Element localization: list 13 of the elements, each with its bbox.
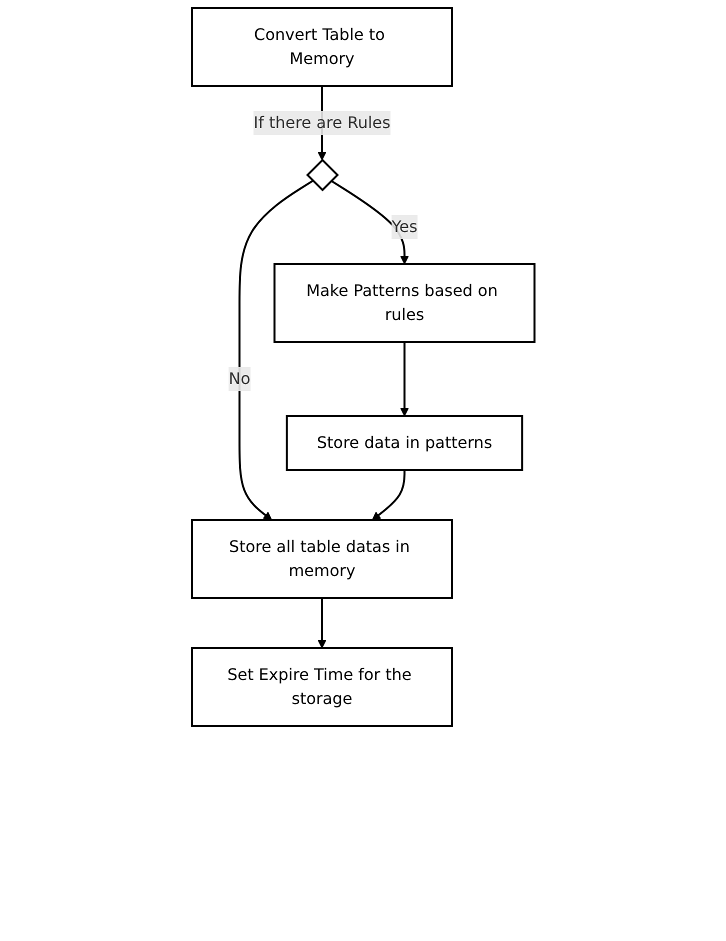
arrow [372,470,406,520]
arrow [317,598,326,648]
node-box: Set Expire Time for the storage [190,647,453,727]
edge-label: No [228,369,250,388]
node-box: Make Patterns based on rules [273,263,536,343]
node-box: Store all table datas in memory [190,519,453,599]
edge-label: Yes [391,217,418,236]
arrow [400,342,409,416]
node-box: Store data in patterns [286,415,523,471]
node-box: Convert Table to Memory [190,7,453,87]
node-diamond [306,158,339,192]
arrow [238,180,314,520]
edge-label: If there are Rules [253,113,390,132]
